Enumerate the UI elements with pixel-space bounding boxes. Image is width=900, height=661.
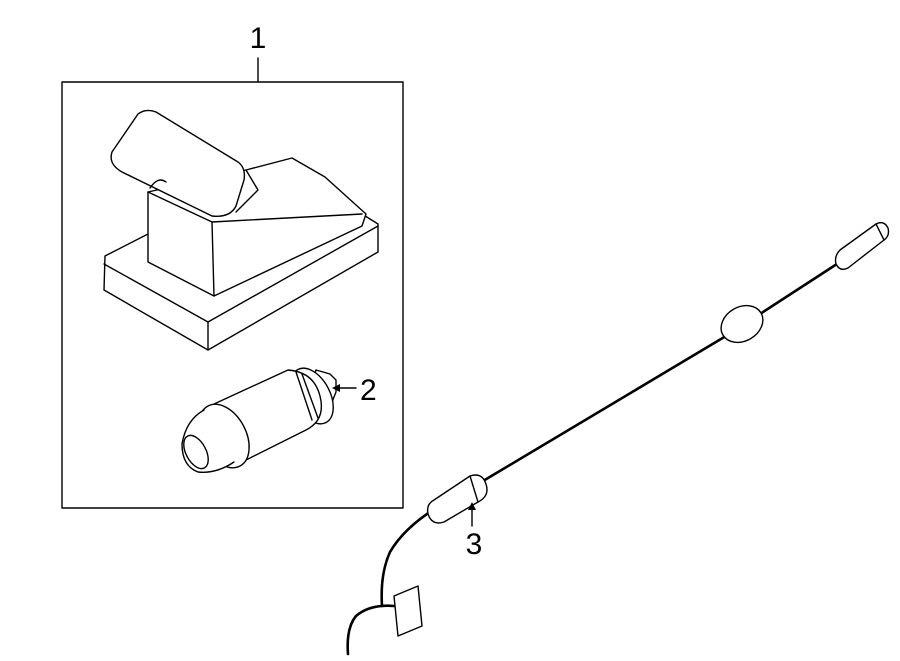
- callout-2-arrowhead: [332, 384, 340, 392]
- callout-3: 3: [466, 528, 483, 561]
- callout-1: 1: [250, 22, 267, 55]
- assembly-box: [61, 81, 404, 509]
- bulb: [181, 367, 337, 473]
- callout-2: 2: [360, 374, 377, 407]
- callout-3-arrowhead: [468, 502, 476, 510]
- wiring-harness: [346, 221, 890, 656]
- lamp-housing: [103, 109, 379, 351]
